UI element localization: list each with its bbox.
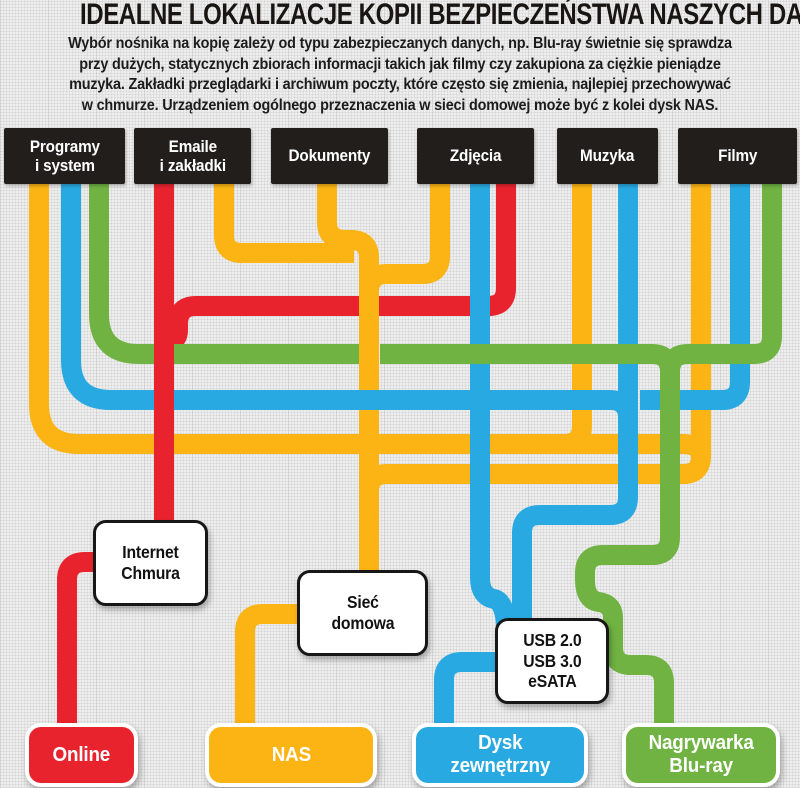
source-box-programy-i-system: Programy i system bbox=[4, 128, 125, 184]
source-label: Muzyka bbox=[580, 146, 635, 166]
wire-yellow bbox=[359, 150, 711, 493]
wire-yellow bbox=[317, 150, 379, 580]
hub-box-usb-esata: USB 2.0 USB 3.0 eSATA bbox=[495, 618, 609, 704]
wire-red bbox=[166, 150, 516, 352]
destination-box-online: Online bbox=[25, 723, 138, 787]
destination-box-dysk-zewnetrzny: Dysk zewnętrzny bbox=[412, 723, 588, 787]
source-box-muzyka: Muzyka bbox=[557, 128, 658, 184]
wire-green bbox=[660, 150, 782, 373]
destination-label: Dysk zewnętrzny bbox=[450, 731, 550, 777]
source-box-filmy: Filmy bbox=[678, 128, 797, 184]
wire-blue bbox=[434, 652, 497, 733]
hub-label: Internet Chmura bbox=[121, 542, 180, 583]
intro-line-3: muzyka. Zakładki przeglądarki i archiwum… bbox=[69, 76, 731, 93]
wire-blue bbox=[512, 150, 638, 630]
intro-line-4: w chmurze. Urządzeniem ogólnego przeznac… bbox=[81, 96, 719, 114]
wire-blue bbox=[640, 150, 750, 410]
source-label: Programy i system bbox=[29, 136, 100, 175]
wire-green bbox=[380, 344, 680, 733]
destination-label: Online bbox=[52, 742, 111, 766]
wire-red bbox=[57, 552, 95, 733]
intro-line-2: przy dużych, statycznych zbiorach inform… bbox=[79, 55, 721, 73]
page-title: IDEALNE LOKALIZACJE KOPII BEZPIECZEŃSTWA… bbox=[80, 0, 800, 31]
intro-paragraph: Wybór nośnika na kopię zależy od typu za… bbox=[28, 34, 772, 116]
source-box-zdjecia: Zdjęcia bbox=[417, 128, 534, 184]
source-box-emaile-i-zakladki: Emaile i zakładki bbox=[134, 128, 251, 184]
wire-yellow bbox=[235, 604, 298, 733]
hub-label: Sieć domowa bbox=[331, 592, 394, 633]
hub-box-internet-chmura: Internet Chmura bbox=[93, 520, 208, 606]
wire-yellow bbox=[359, 150, 450, 293]
wire-yellow bbox=[214, 150, 354, 263]
destination-box-nagrywarka-blu-ray: Nagrywarka Blu-ray bbox=[622, 723, 780, 787]
destination-label: NAS bbox=[271, 742, 311, 766]
source-label: Filmy bbox=[717, 146, 758, 166]
destination-box-nas: NAS bbox=[205, 723, 377, 787]
source-label: Emaile i zakładki bbox=[159, 136, 226, 175]
source-box-dokumenty: Dokumenty bbox=[271, 128, 388, 184]
wire-blue bbox=[470, 150, 516, 631]
intro-line-1: Wybór nośnika na kopię zależy od typu za… bbox=[68, 35, 732, 52]
hub-box-siec-domowa: Sieć domowa bbox=[297, 570, 428, 656]
hub-label: USB 2.0 USB 3.0 eSATA bbox=[522, 630, 582, 692]
wire-yellow bbox=[563, 150, 592, 454]
wire-green bbox=[89, 150, 360, 364]
destination-label: Nagrywarka Blu-ray bbox=[648, 731, 754, 777]
source-label: Zdjęcia bbox=[449, 146, 502, 166]
source-label: Dokumenty bbox=[288, 146, 371, 166]
